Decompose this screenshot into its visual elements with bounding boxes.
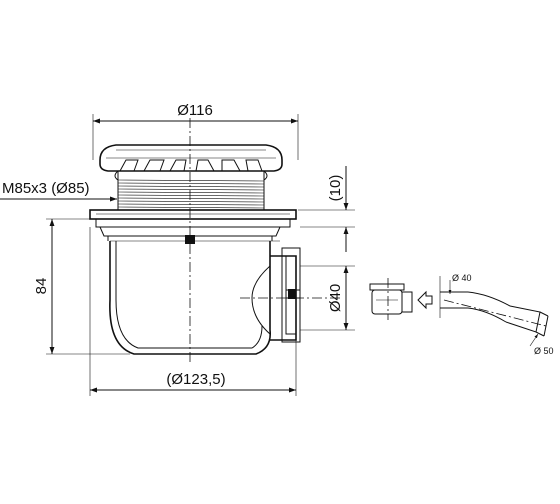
dim-body-height: 84 <box>33 218 130 355</box>
body-diameter-label: (Ø123,5) <box>166 371 225 388</box>
adapter-detail: Ø 40 Ø 50 <box>369 273 554 356</box>
pipe-adapter <box>439 276 549 347</box>
drain-body <box>109 240 280 355</box>
thread-line <box>117 188 265 191</box>
thread-line <box>117 179 265 182</box>
adapter-outer-label: Ø 50 <box>534 346 554 356</box>
drain-assembly <box>89 118 340 362</box>
thread-label: M85x3 (Ø85) <box>2 180 90 197</box>
small-fitting <box>369 278 413 320</box>
flange <box>89 209 297 244</box>
thread-line <box>117 194 265 197</box>
threaded-neck <box>114 170 268 210</box>
thread-line <box>117 197 265 200</box>
cap-diameter-label: Ø116 <box>177 102 213 119</box>
flange-height-label: (10) <box>327 175 344 202</box>
dim-body-diameter: (Ø123,5) <box>89 227 297 396</box>
dim-flange-height: (10) <box>298 166 355 252</box>
thread-line <box>117 182 265 185</box>
dim-outlet-diameter: Ø40 <box>300 265 355 331</box>
thread-line <box>117 200 265 203</box>
side-outlet <box>240 247 340 343</box>
thread-line <box>117 191 265 194</box>
center-pin <box>185 235 195 244</box>
drain-cap <box>99 144 283 172</box>
adapter-inner-label: Ø 40 <box>452 273 472 283</box>
thread-line <box>117 206 265 209</box>
dim-cap-diameter: Ø116 <box>92 102 299 160</box>
insertion-arrow <box>417 290 433 310</box>
thread-line <box>117 203 265 206</box>
dim-thread: M85x3 (Ø85) <box>0 180 117 202</box>
thread-line <box>117 185 265 188</box>
body-height-label: 84 <box>33 278 50 295</box>
outlet-diameter-label: Ø40 <box>327 284 344 312</box>
